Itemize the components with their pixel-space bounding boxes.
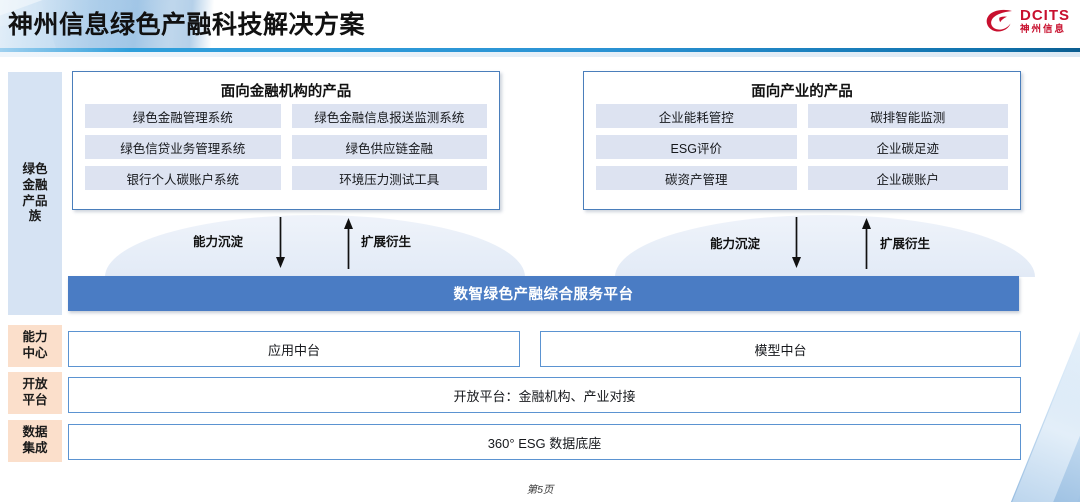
arrow-up-icon-right	[861, 217, 872, 269]
arrow-down-icon-left	[275, 217, 286, 269]
platform-bar[interactable]: 数智绿色产融综合服务平台	[68, 276, 1019, 311]
header-divider-line	[0, 48, 1080, 52]
panel-title: 面向金融机构的产品	[220, 84, 352, 100]
flow-label-expansion-derivation-right: 扩展衍生	[880, 237, 931, 251]
row-open-platform[interactable]: 开放平台：金融机构、产业对接	[68, 377, 1021, 413]
panel-products-for-industry: 面向产业的产品 企业能耗管控 碳排智能监测 ESG评价 企业碳足迹 碳资产管理 …	[583, 71, 1021, 210]
sidebar-item-capability-center[interactable]: 能力 中心	[8, 325, 62, 367]
company-logo: DCITS 神州信息	[985, 8, 1070, 35]
logo-text-en: DCITS	[1020, 7, 1070, 24]
logo-text-cn: 神州信息	[1020, 24, 1067, 35]
panel-products-for-financial-institutions: 面向金融机构的产品 绿色金融管理系统 绿色金融信息报送监测系统 绿色信贷业务管理…	[72, 71, 500, 210]
row-label: 开放平台：金融机构、产业对接	[453, 388, 636, 404]
row-label: 模型中台	[754, 342, 807, 358]
product-chip[interactable]: 环境压力测试工具	[291, 166, 487, 190]
flow-label-capability-precipitation-left: 能力沉淀	[193, 235, 244, 249]
product-chip[interactable]: 绿色供应链金融	[291, 135, 487, 159]
panel-item-grid: 企业能耗管控 碳排智能监测 ESG评价 企业碳足迹 碳资产管理 企业碳账户	[596, 104, 1008, 190]
product-chip[interactable]: 银行个人碳账户系统	[85, 166, 281, 190]
row-model-middle-platform[interactable]: 模型中台	[540, 331, 1021, 367]
sidebar-label: 能力 中心	[22, 330, 48, 360]
flow-label-expansion-derivation-left: 扩展衍生	[361, 235, 412, 249]
sidebar-label: 绿色 金融 产品 族	[22, 162, 48, 224]
product-chip[interactable]: 碳资产管理	[596, 166, 797, 190]
arrow-up-icon-left	[343, 217, 354, 269]
sidebar-label: 开放 平台	[22, 377, 48, 407]
product-chip[interactable]: 绿色金融管理系统	[85, 104, 281, 128]
flow-label-capability-precipitation-right: 能力沉淀	[710, 237, 761, 251]
dome-shape-left	[105, 215, 525, 277]
arrow-down-icon-right	[791, 217, 802, 269]
page-title: 神州信息绿色产融科技解决方案	[8, 11, 366, 39]
dome-shape-right	[615, 215, 1035, 277]
product-chip[interactable]: 碳排智能监测	[807, 104, 1008, 128]
row-label: 360° ESG 数据底座	[487, 435, 602, 451]
panel-item-grid: 绿色金融管理系统 绿色金融信息报送监测系统 绿色信贷业务管理系统 绿色供应链金融…	[85, 104, 487, 190]
header-divider-shadow	[0, 52, 1080, 57]
dcits-swirl-icon	[985, 8, 1015, 34]
sidebar-item-data-integration[interactable]: 数据 集成	[8, 420, 62, 462]
sidebar-item-open-platform[interactable]: 开放 平台	[8, 372, 62, 414]
product-chip[interactable]: 绿色金融信息报送监测系统	[291, 104, 487, 128]
row-application-middle-platform[interactable]: 应用中台	[68, 331, 520, 367]
sidebar-item-green-finance-product-family[interactable]: 绿色 金融 产品 族	[8, 72, 62, 315]
page-number: 第5页	[526, 484, 554, 496]
panel-title: 面向产业的产品	[751, 84, 853, 100]
product-chip[interactable]: 绿色信贷业务管理系统	[85, 135, 281, 159]
product-chip[interactable]: 企业碳账户	[807, 166, 1008, 190]
row-data-foundation[interactable]: 360° ESG 数据底座	[68, 424, 1021, 460]
row-label: 应用中台	[267, 342, 320, 358]
product-chip[interactable]: 企业能耗管控	[596, 104, 797, 128]
platform-label: 数智绿色产融综合服务平台	[453, 287, 634, 303]
sidebar-label: 数据 集成	[22, 425, 48, 455]
product-chip[interactable]: ESG评价	[596, 135, 797, 159]
product-chip[interactable]: 企业碳足迹	[807, 135, 1008, 159]
